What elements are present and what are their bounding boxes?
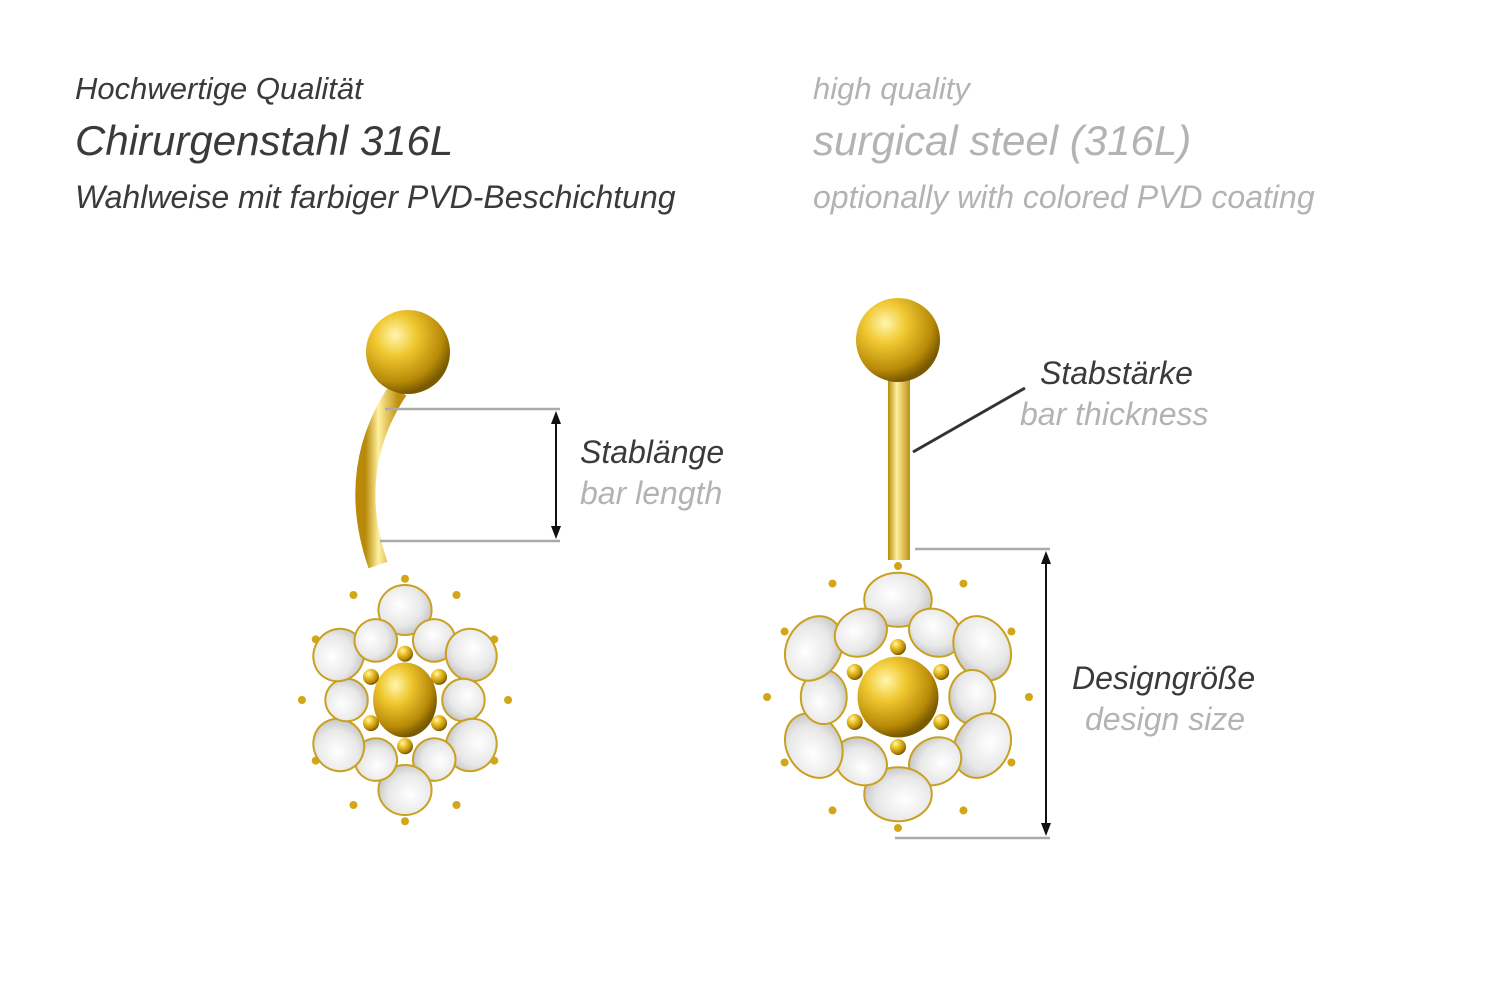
prong bbox=[401, 817, 409, 826]
gold-bead bbox=[890, 738, 906, 755]
center-dome bbox=[857, 656, 939, 738]
straight-bar bbox=[888, 375, 910, 560]
bar-thickness-leader-line bbox=[912, 386, 1026, 454]
design-size-arrow bbox=[1041, 551, 1051, 836]
design-size-label-en: design size bbox=[1085, 701, 1246, 737]
gemstone bbox=[952, 615, 1013, 682]
gemstone bbox=[863, 766, 933, 823]
design-size-label-de: Designgröße bbox=[1072, 660, 1256, 696]
gold-bead bbox=[397, 645, 413, 662]
bar-length-label-en: bar length bbox=[580, 475, 723, 511]
prong bbox=[452, 801, 461, 810]
prong bbox=[780, 627, 789, 636]
bar-thickness-label-de: Stabstärke bbox=[1040, 355, 1193, 391]
prong bbox=[452, 590, 461, 599]
gold-bead bbox=[846, 664, 863, 681]
heading-material-de: Chirurgenstahl 316L bbox=[75, 117, 454, 164]
prong bbox=[1007, 758, 1016, 767]
gold-bead bbox=[362, 668, 379, 685]
gold-bead bbox=[890, 639, 906, 656]
gemstone bbox=[377, 764, 433, 816]
top-ball bbox=[856, 298, 940, 382]
flower-design-front bbox=[763, 562, 1033, 832]
gold-bead bbox=[362, 715, 379, 732]
prong bbox=[828, 579, 837, 588]
gemstone bbox=[863, 571, 933, 628]
prong bbox=[780, 758, 789, 767]
prong bbox=[401, 574, 409, 583]
gold-bead bbox=[933, 664, 950, 681]
gemstone bbox=[324, 677, 369, 723]
belly-ring-side-view bbox=[297, 310, 513, 826]
heading-quality-de: Hochwertige Qualität bbox=[75, 71, 363, 106]
gemstone bbox=[444, 627, 498, 683]
gemstone bbox=[353, 618, 399, 663]
prong bbox=[504, 696, 513, 704]
gold-bead bbox=[431, 715, 448, 732]
curved-bar bbox=[355, 384, 407, 569]
gemstone bbox=[377, 584, 433, 636]
gemstone bbox=[783, 712, 844, 779]
gemstone bbox=[312, 627, 366, 683]
prong bbox=[894, 562, 902, 571]
prong bbox=[828, 806, 837, 815]
gemstone bbox=[783, 615, 844, 682]
gold-bead bbox=[933, 713, 950, 730]
gold-bead bbox=[397, 738, 413, 755]
belly-ring-front-view bbox=[763, 298, 1033, 832]
prong bbox=[297, 696, 306, 704]
prong bbox=[1007, 627, 1016, 636]
bar-length-dimension bbox=[380, 407, 560, 543]
prong bbox=[763, 693, 772, 701]
gemstone bbox=[441, 677, 486, 723]
bar-length-arrow bbox=[551, 411, 561, 539]
prong bbox=[349, 801, 358, 810]
prong bbox=[959, 806, 968, 815]
heading-coating-en: optionally with colored PVD coating bbox=[813, 179, 1315, 215]
prong bbox=[894, 823, 902, 832]
prong bbox=[1024, 693, 1033, 701]
gemstone bbox=[312, 717, 366, 773]
gemstone bbox=[833, 607, 888, 658]
center-dome bbox=[373, 662, 437, 738]
gold-bead bbox=[846, 713, 863, 730]
heading-material-en: surgical steel (316L) bbox=[813, 117, 1192, 164]
heading-coating-de: Wahlweise mit farbiger PVD-Beschichtung bbox=[75, 179, 676, 215]
heading-quality-en: high quality bbox=[813, 71, 970, 106]
prong bbox=[349, 590, 358, 599]
gold-bead bbox=[431, 668, 448, 685]
bar-thickness-label-en: bar thickness bbox=[1020, 396, 1209, 432]
design-size-dimension bbox=[895, 547, 1050, 840]
gemstone bbox=[952, 712, 1013, 779]
prong bbox=[959, 579, 968, 588]
flower-design-side bbox=[297, 574, 513, 826]
gemstone bbox=[444, 717, 498, 773]
bar-length-label-de: Stablänge bbox=[580, 434, 725, 470]
top-ball bbox=[366, 310, 450, 394]
